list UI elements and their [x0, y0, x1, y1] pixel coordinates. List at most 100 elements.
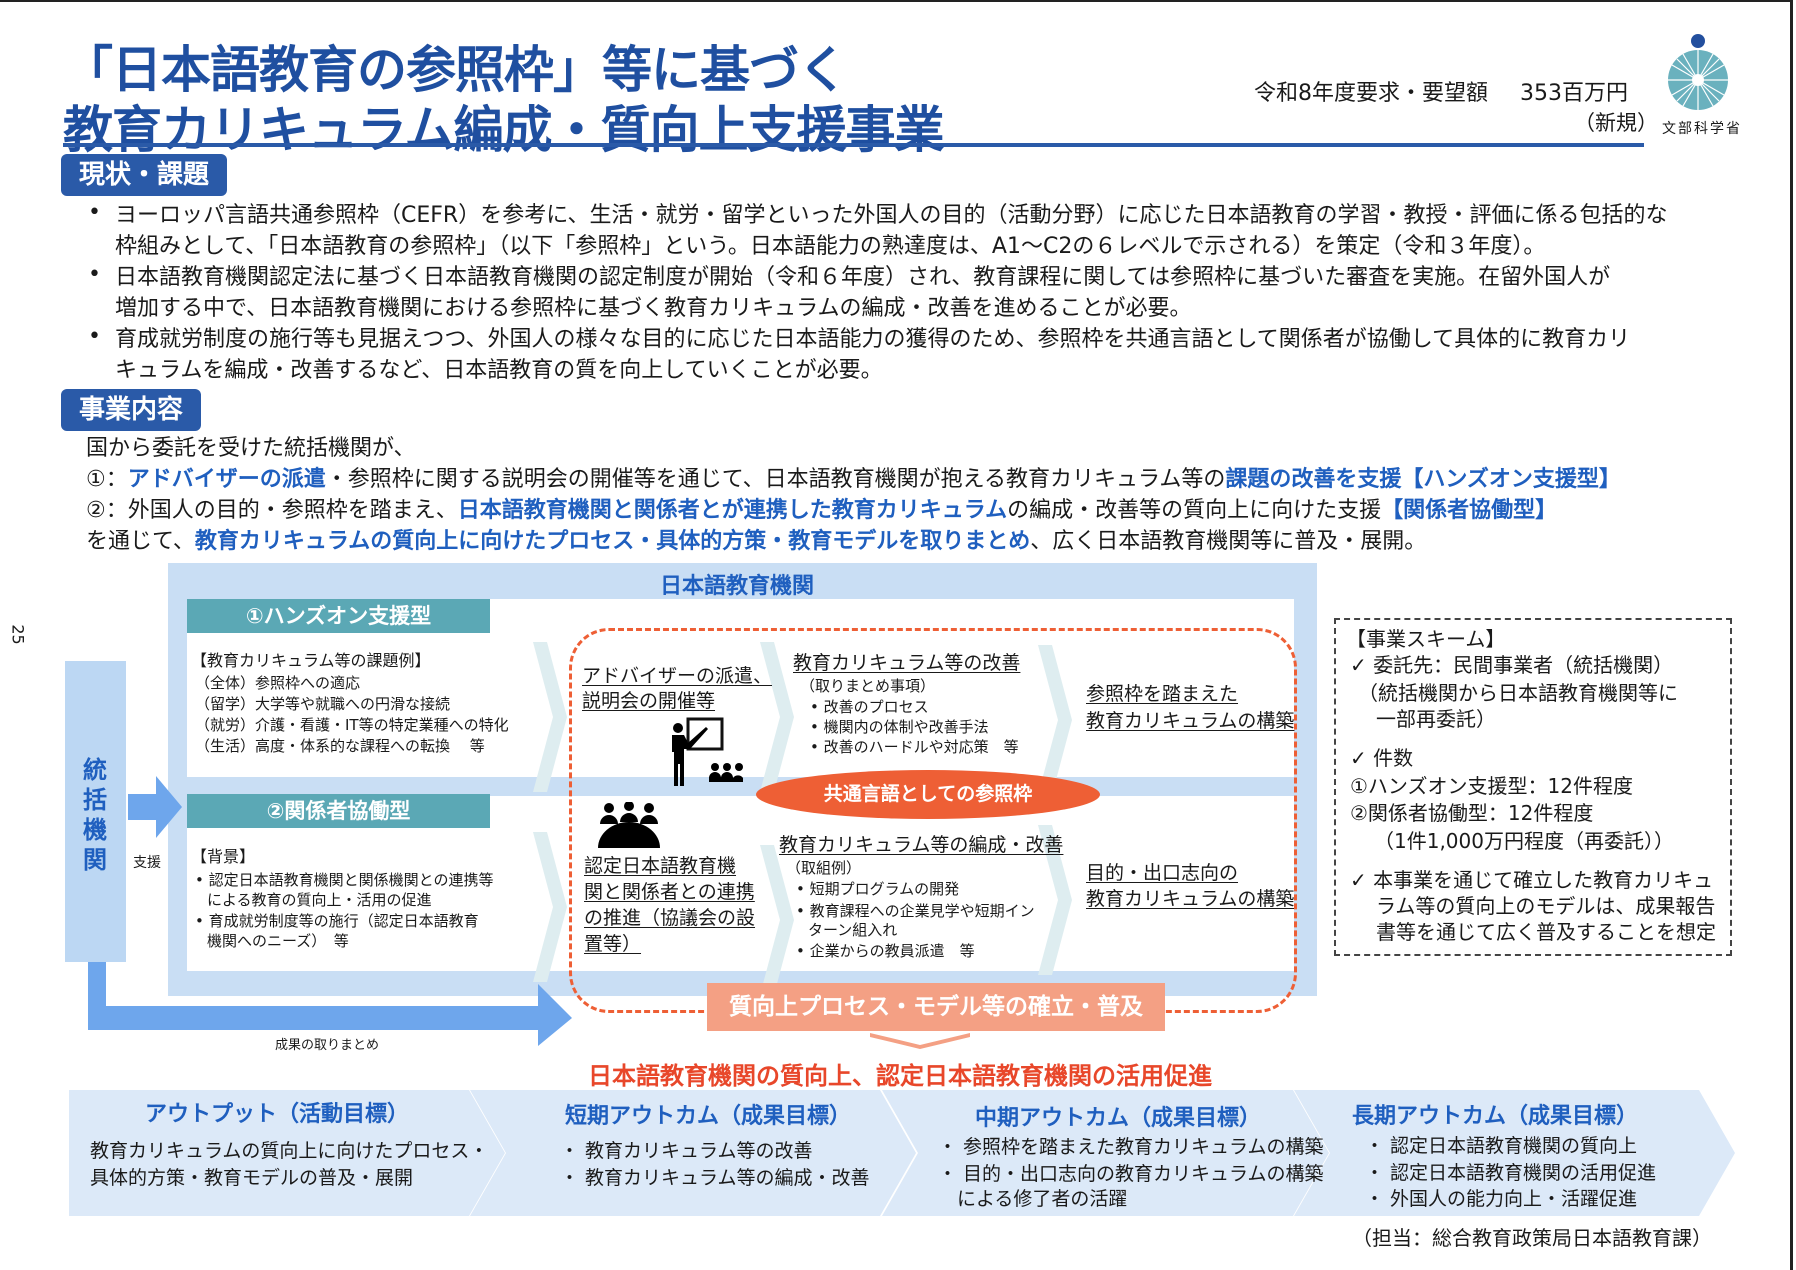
step2-item: ターン組入れ — [808, 921, 898, 939]
chevron-icon — [760, 642, 794, 792]
step1-sub: （取りまとめ事項） — [800, 677, 936, 695]
issue-item: （留学）大学等や就職への円滑な接続 — [195, 695, 451, 713]
outcome-line: ・ 教育カリキュラム等の改善 — [560, 1140, 813, 1162]
t: 日本語教育機関と関係者とが連携した教育カリキュラム — [457, 498, 1008, 523]
outcome-chevron — [882, 1090, 1329, 1216]
step2-item: • 短期プログラムの開発 — [796, 880, 960, 898]
bullet-dot: • — [88, 262, 101, 287]
action-collab: 置等） — [584, 933, 642, 955]
action-advisor: 説明会の開催等 — [582, 690, 716, 712]
outcome-line: 教育カリキュラムの質向上に向けたプロセス・ — [90, 1140, 489, 1162]
title-rule — [63, 143, 1644, 147]
arrow-right-icon — [128, 776, 182, 838]
section-badge-status: 現状・課題 — [61, 154, 228, 196]
title-line2: 教育カリキュラム編成・質向上支援事業 — [63, 101, 944, 159]
outcome-chevron — [1294, 1090, 1735, 1216]
type1-header: ①ハンズオン支援型 — [187, 599, 490, 633]
budget-status: （新規） — [1574, 111, 1658, 135]
budget-amount: 353百万円 — [1520, 81, 1628, 106]
step1-title: 教育カリキュラム等の改善 — [793, 652, 1021, 674]
hub-label: 統括機関 — [83, 756, 107, 874]
scheme-line: （統括機関から日本語教育機関等に — [1358, 681, 1678, 705]
meeting-icon — [598, 802, 660, 848]
t: 機関内の体制や改善手法 — [823, 718, 989, 736]
result1: 参照枠を踏まえた — [1086, 683, 1239, 705]
scheme-line: 一部再委託） — [1376, 707, 1496, 731]
t: 課題の改善を支援【ハンズオン支援型】 — [1225, 467, 1621, 492]
step2-item: • 教育課程への企業見学や短期イン — [796, 902, 1035, 920]
contact: （担当：総合教育政策局日本語教育課） — [1352, 1226, 1712, 1250]
common-reference-oval: 共通言語としての参照枠 — [756, 770, 1100, 819]
action-collab: の推進（協議会の設 — [584, 907, 756, 929]
outcome-line: ・ 目的・出口志向の教育カリキュラムの構築 — [938, 1163, 1324, 1185]
action-advisor: アドバイザーの派遣、 — [582, 665, 773, 687]
content-line2: ②：外国人の目的・参照枠を踏まえ、日本語教育機関と関係者とが連携した教育カリキュ… — [86, 495, 1557, 526]
outcome-line: ・ 認定日本語教育機関の質向上 — [1365, 1135, 1638, 1157]
t: アドバイザーの派遣 — [127, 467, 326, 492]
t: ②：外国人の目的・参照枠を踏まえ、 — [86, 498, 458, 523]
issue-item: （生活）高度・体系的な課程への転換 等 — [195, 737, 485, 755]
t: 改善のハードルや対応策 等 — [823, 738, 1019, 756]
result2: 教育カリキュラムの構築 — [1086, 888, 1295, 910]
background-item: • 育成就労制度等の施行（認定日本語教育 — [195, 912, 479, 930]
chevron-icon — [533, 832, 567, 982]
bullet-text: ヨーロッパ言語共通参照枠（CEFR）を参考に、生活・就労・留学といった外国人の目… — [115, 203, 1668, 228]
background-item: • 認定日本語教育機関と関係機関との連携等 — [195, 871, 494, 889]
action-collab: 関と関係者との連携 — [584, 881, 755, 903]
background-item: による教育の質向上・活用の促進 — [207, 891, 432, 909]
step1-item: • 改善のハードルや対応策 等 — [810, 738, 1019, 756]
teacher-icon — [672, 717, 743, 786]
issue-item: （就労）介護・看護・IT等の特定業種への特化 — [195, 716, 509, 734]
chevron-icon — [533, 642, 567, 792]
outcome-title: 中期アウトカム（成果目標） — [975, 1106, 1262, 1131]
hub-box — [65, 661, 126, 962]
t: 短期プログラムの開発 — [809, 880, 960, 898]
t: 教育課程への企業見学や短期イン — [809, 902, 1035, 920]
section-badge-content: 事業内容 — [61, 389, 202, 431]
outcome-chevron — [69, 1090, 505, 1216]
scheme-box — [1334, 618, 1732, 956]
bullet-text: 増加する中で、日本語教育機関における参照枠に基づく教育カリキュラムの編成・改善を… — [115, 296, 1192, 321]
bullet-text: キュラムを編成・改善するなど、日本語教育の質を向上していくことが必要。 — [115, 358, 883, 383]
outcome-chevron — [470, 1090, 916, 1216]
step1-item: • 機関内の体制や改善手法 — [810, 718, 989, 736]
scheme-line: ②関係者協働型：12件程度 — [1350, 801, 1594, 825]
t: ①： — [86, 467, 128, 492]
scheme-line: （1件1,000万円程度（再委託）） — [1374, 829, 1674, 853]
scheme-line: ラム等の質向上のモデルは、成果報告 — [1376, 894, 1716, 918]
t: 企業からの教員派遣 等 — [809, 942, 975, 960]
background-heading: 【背景】 — [191, 847, 256, 866]
outcome-line: 具体的方策・教育モデルの普及・展開 — [90, 1167, 414, 1189]
outcome-line: ・ 教育カリキュラム等の編成・改善 — [560, 1167, 870, 1189]
scheme-line: 書等を通じて広く普及することを想定 — [1376, 920, 1716, 944]
bullet-text: 育成就労制度の施行等も見据えつつ、外国人の様々な目的に応じた日本語能力の獲得のた… — [115, 327, 1631, 352]
result1: 教育カリキュラムの構築 — [1086, 710, 1295, 732]
action-collab: 認定日本語教育機 — [584, 855, 737, 877]
t: を通じて、 — [86, 529, 195, 554]
bullet-dot: • — [88, 200, 101, 225]
outcome-line: ・ 外国人の能力向上・活躍促進 — [1365, 1188, 1638, 1210]
bullet-text: 枠組みとして、「日本語教育の参照枠」（以下「参照枠」という。日本語能力の熟達度は… — [115, 234, 1546, 259]
scheme-line: 【事業スキーム】 — [1346, 627, 1506, 651]
page-number: 25 — [8, 624, 28, 645]
t: 、広く日本語教育機関等に普及・展開。 — [1030, 529, 1427, 554]
outcome-title: 長期アウトカム（成果目標） — [1352, 1104, 1639, 1129]
issues-heading: 【教育カリキュラム等の課題例】 — [191, 651, 431, 670]
ministry-logo-icon — [1668, 34, 1728, 110]
chevron-down-icon — [870, 1033, 970, 1049]
t: 認定日本語教育機関と関係機関との連携等 — [208, 871, 494, 889]
outcome-line: ・ 認定日本語教育機関の活用促進 — [1365, 1162, 1657, 1184]
scheme-line: ✓ 本事業を通じて確立した教育カリキュ — [1350, 868, 1714, 892]
title-line1: 「日本語教育の参照枠」等に基づく — [63, 41, 848, 99]
outcome-line: ・ 参照枠を踏まえた教育カリキュラムの構築 — [938, 1136, 1324, 1158]
chevron-icon — [1038, 825, 1072, 975]
t: 教育カリキュラムの質向上に向けたプロセス・具体的方策・教育モデルを取りまとめ — [194, 529, 1031, 554]
summary-arrow-icon — [88, 962, 572, 1046]
chevron-icon — [1038, 645, 1072, 795]
logo-text: 文部科学省 — [1662, 121, 1742, 137]
t: 【関係者協働型】 — [1381, 498, 1558, 523]
background-item: 機関へのニーズ） 等 — [207, 932, 349, 950]
step2-sub: （取組例） — [786, 859, 862, 877]
content-line1: ①：アドバイザーの派遣・参照枠に関する説明会の開催等を通じて、日本語教育機関が抱… — [86, 464, 1621, 495]
